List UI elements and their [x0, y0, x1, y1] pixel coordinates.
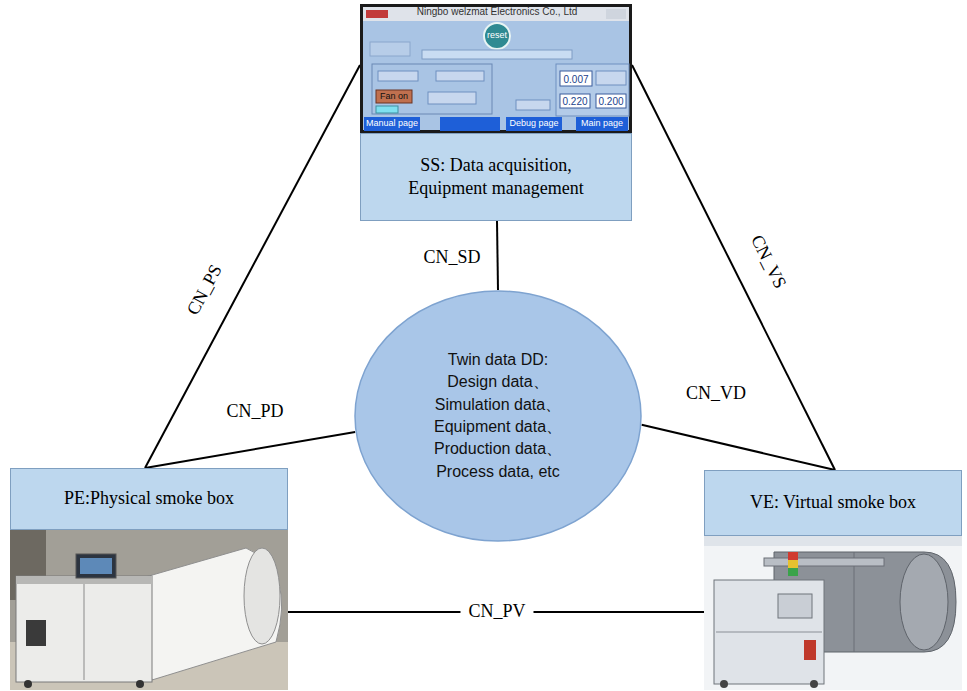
nav-button [440, 117, 500, 131]
duct-end [244, 548, 280, 644]
control-panel [778, 594, 812, 618]
screen-frame [360, 4, 632, 133]
value-text: 0.200 [598, 96, 623, 107]
screen-button [378, 71, 418, 81]
status-lamp [376, 106, 398, 113]
edge-label: CN_SD [423, 248, 480, 268]
hatch [26, 620, 46, 646]
frame [714, 580, 824, 684]
top-rail [764, 558, 884, 566]
value-text: 0.220 [562, 96, 587, 107]
circle-shape [355, 291, 641, 541]
box-label: PE:Physical smoke box [64, 487, 234, 510]
connector-line [145, 432, 355, 468]
connector-line [145, 65, 360, 468]
group-box [372, 64, 492, 114]
circle-heading: Twin data DD: [416, 349, 581, 371]
label-band: VE: Virtual smoke box [704, 470, 962, 536]
touch-screen [76, 554, 116, 578]
screen-glass [80, 558, 112, 574]
edge-label: CN_PS [184, 262, 227, 319]
physical-box: PE:Physical smoke box [10, 468, 288, 690]
drum-end [900, 554, 948, 650]
circle-body: Design data、 Simulation data、 Equipment … [416, 371, 581, 483]
edge-label: CN_VD [686, 384, 746, 404]
picture-area [10, 530, 288, 690]
twin-data-circle: Twin data DD:Design data、 Simulation dat… [354, 290, 642, 542]
hmi-screenshot [360, 4, 632, 133]
screen-button [516, 100, 550, 110]
lamp-yellow [788, 560, 798, 568]
screen-button [428, 92, 476, 104]
connector-line [642, 425, 835, 470]
frame-bar [716, 632, 822, 633]
connector-line [632, 65, 835, 470]
nav-text: Manual page [366, 119, 418, 129]
cad-model [704, 536, 962, 690]
nav-button [576, 117, 628, 131]
logo-mark [366, 10, 388, 18]
picture-area [704, 536, 962, 690]
wheel [720, 680, 728, 688]
button-text: reset [487, 31, 507, 41]
screen-ground [363, 7, 629, 130]
screen-button [436, 71, 484, 81]
wheel [24, 680, 32, 688]
connector-line [497, 221, 498, 290]
virtual-box: VE: Virtual smoke box [704, 470, 962, 690]
edge-label: CN_VS [746, 232, 789, 292]
machine-photo [10, 530, 288, 690]
circle-outline [354, 290, 642, 542]
cabinet [16, 576, 152, 682]
lamp-green [788, 568, 798, 576]
value-box [560, 71, 592, 86]
wall [10, 530, 288, 690]
box-label: VE: Virtual smoke box [750, 491, 916, 514]
drum-seam [854, 552, 855, 652]
button-text: Fan on [380, 92, 408, 102]
value-panel [556, 64, 629, 116]
nav-text: Debug page [509, 119, 558, 129]
stop-box [804, 640, 816, 660]
cabinet-seam [84, 584, 85, 680]
field-label [370, 42, 410, 56]
wheel [136, 680, 144, 688]
label-band: SS: Data acquisition, Equipment manageme… [360, 133, 632, 221]
value-box [596, 94, 626, 108]
nav-button [364, 117, 420, 131]
nav-text: Main page [581, 119, 623, 129]
box-label: SS: Data acquisition, Equipment manageme… [396, 154, 596, 201]
model-ground [704, 536, 962, 690]
value-text: 0.007 [563, 73, 588, 84]
input-bar [422, 50, 572, 59]
edge-label: CN_PV [460, 602, 533, 622]
wheel [810, 680, 818, 688]
lamp-red [788, 552, 798, 560]
clock-box [606, 9, 626, 19]
edge-label: CN_PD [226, 402, 283, 422]
screen-button [596, 71, 626, 85]
reset-button [484, 23, 510, 49]
toolbar [704, 536, 962, 546]
label-band: PE:Physical smoke box [10, 468, 288, 530]
nav-button [506, 117, 562, 131]
company-name: Ningbo welzmat Electronics Co., Ltd [417, 6, 578, 17]
value-box [560, 94, 590, 108]
fan-button [376, 90, 412, 103]
